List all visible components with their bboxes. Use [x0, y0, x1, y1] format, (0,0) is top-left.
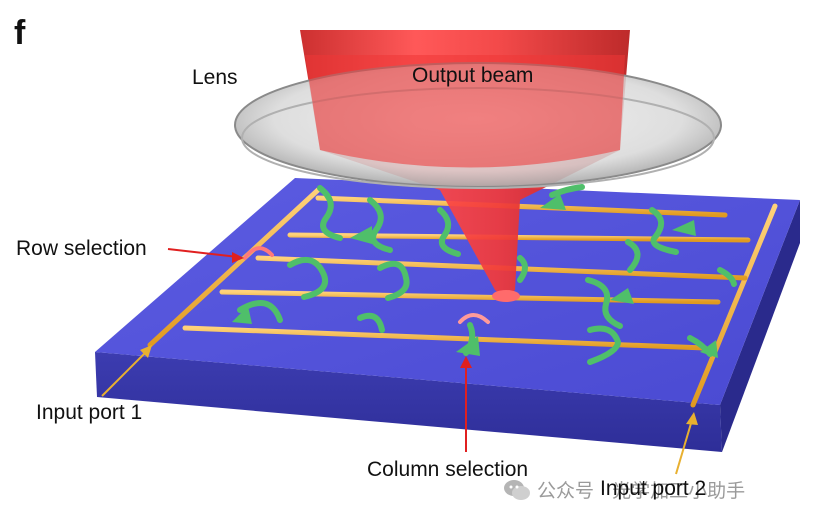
watermark: 公众号 · 光学加工小助手 — [503, 476, 745, 503]
grating — [700, 340, 718, 358]
antenna — [437, 207, 461, 257]
input-bus-2 — [690, 203, 778, 408]
input-port-2-arrow — [675, 419, 693, 475]
input-port-2-label: Input port 2 — [600, 477, 707, 500]
input-port-1-arrow — [101, 349, 149, 397]
antenna — [625, 239, 641, 273]
antenna — [317, 185, 343, 241]
antenna — [517, 255, 528, 283]
antenna — [649, 207, 679, 255]
lens — [234, 55, 722, 189]
column-selection-label: Column selection — [367, 458, 529, 481]
input-bus-1 — [147, 187, 321, 348]
antenna — [287, 256, 328, 300]
column-selection-arrowhead — [460, 356, 472, 368]
substrate-side-front — [95, 352, 722, 452]
antenna — [357, 312, 385, 333]
grating — [540, 194, 566, 210]
antenna — [585, 277, 623, 329]
antenna — [549, 184, 585, 198]
grating — [456, 336, 480, 356]
substrate-side-right — [720, 200, 800, 452]
row-selection-arrowhead — [232, 252, 244, 263]
row-waveguide-4 — [219, 289, 721, 305]
output-beam-label: Output beam — [412, 64, 534, 87]
grating-fans — [232, 194, 718, 358]
antenna-array — [237, 184, 737, 365]
row-selection-label: Row selection — [16, 237, 147, 260]
watermark-text: 公众号 · 光学加工小助手 — [537, 480, 746, 502]
grating — [672, 220, 696, 236]
panel-letter: f — [14, 14, 26, 52]
grating — [350, 226, 372, 244]
row-selection-arrow — [167, 248, 239, 258]
input-port-1-label: Input port 1 — [36, 401, 143, 424]
lens-label: Lens — [192, 66, 238, 89]
grating — [232, 306, 252, 324]
column-switch — [458, 313, 490, 324]
row-switch — [243, 246, 274, 260]
grating — [610, 288, 634, 304]
input-port-1-arrowhead — [140, 345, 152, 358]
antenna — [367, 197, 393, 253]
antenna — [717, 267, 737, 287]
selection-switches — [243, 246, 490, 324]
antenna — [237, 299, 283, 323]
beam-spot — [492, 290, 520, 302]
input-port-2-arrowhead — [686, 412, 698, 425]
antenna — [377, 260, 410, 301]
beam-through-lens — [305, 55, 625, 168]
wechat-icon — [504, 479, 530, 500]
antenna — [587, 325, 622, 365]
callout-arrows — [101, 248, 698, 475]
